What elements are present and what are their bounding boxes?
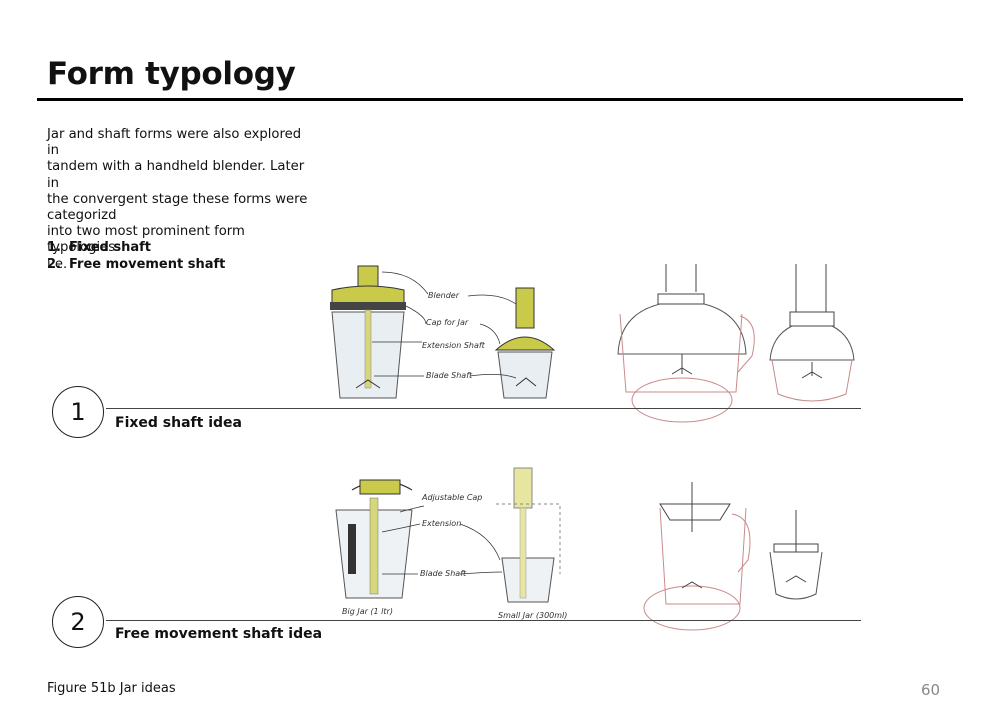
idea-number-badge: 2 <box>52 596 104 648</box>
annotation-blade-shaft-2: Blade Shaft <box>420 569 467 578</box>
fixed-shaft-pencil-sketch-2 <box>769 264 855 402</box>
typology-item: 1. Fixed shaft <box>47 240 225 257</box>
free-movement-shaft-sketches: Big Jar (1 ltr) Small Jar (300ml) Adjust… <box>335 467 823 631</box>
intro-line: into two most prominent form typologies <box>47 224 245 256</box>
annotation-blender: Blender <box>428 291 460 300</box>
blender-jar-sketch-2 <box>494 287 556 399</box>
blender-jar-sketch-1 <box>330 265 406 399</box>
title-underline <box>37 98 963 101</box>
idea-number-badge: 1 <box>52 386 104 438</box>
annotation-adjustable-cap: Adjustable Cap <box>421 493 482 502</box>
intro-line: Jar and shaft forms were also explored i… <box>47 127 302 159</box>
idea-label: Fixed shaft idea <box>115 415 242 431</box>
idea-label: Free movement shaft idea <box>115 626 323 642</box>
free-shaft-pencil-sketch-2 <box>769 510 823 600</box>
intro-line: tandem with a handheld blender. Later in <box>47 159 305 191</box>
typology-number: 1. <box>47 240 61 255</box>
big-jar-sketch: Big Jar (1 ltr) <box>335 479 413 616</box>
typology-item: 2. Free movement shaft <box>47 257 225 274</box>
intro-line: categorizd <box>47 208 117 224</box>
typology-label: Fixed shaft <box>69 240 152 255</box>
annotation-extension: Extension <box>422 519 461 528</box>
page-number: 60 <box>921 681 941 699</box>
small-jar-sketch: Small Jar (300ml) <box>496 467 567 620</box>
page-title: Form typology <box>47 56 296 92</box>
idea-divider <box>106 408 861 409</box>
annotation-extension-shaft: Extension Shaft <box>422 341 486 350</box>
figure-caption: Figure 51b Jar ideas <box>47 681 176 696</box>
annotation-big-jar: Big Jar (1 ltr) <box>342 607 393 616</box>
annotation-blade-shaft: Blade Shaft <box>426 371 473 380</box>
fixed-shaft-pencil-sketch-1 <box>617 264 755 423</box>
intro-line: the convergent stage these forms were <box>47 191 308 207</box>
typology-label: Free movement shaft <box>69 256 226 272</box>
idea-divider <box>106 620 861 621</box>
free-shaft-pencil-sketch-1 <box>643 482 751 631</box>
intro-line: i.e. <box>47 256 68 272</box>
annotation-small-jar: Small Jar (300ml) <box>498 611 567 620</box>
annotation-cap: Cap for Jar <box>426 318 469 327</box>
row2-annotations: Adjustable Cap Extension Blade Shaft <box>381 493 503 578</box>
intro-paragraph: Jar and shaft forms were also explored i… <box>47 127 317 273</box>
row1-annotations: Blender Cap for Jar Extension Shaft Blad… <box>372 271 517 380</box>
typology-list: 1. Fixed shaft 2. Free movement shaft <box>47 240 225 273</box>
typology-number: 2. <box>47 256 61 272</box>
fixed-shaft-sketches: Blender Cap for Jar Extension Shaft Blad… <box>330 264 855 423</box>
